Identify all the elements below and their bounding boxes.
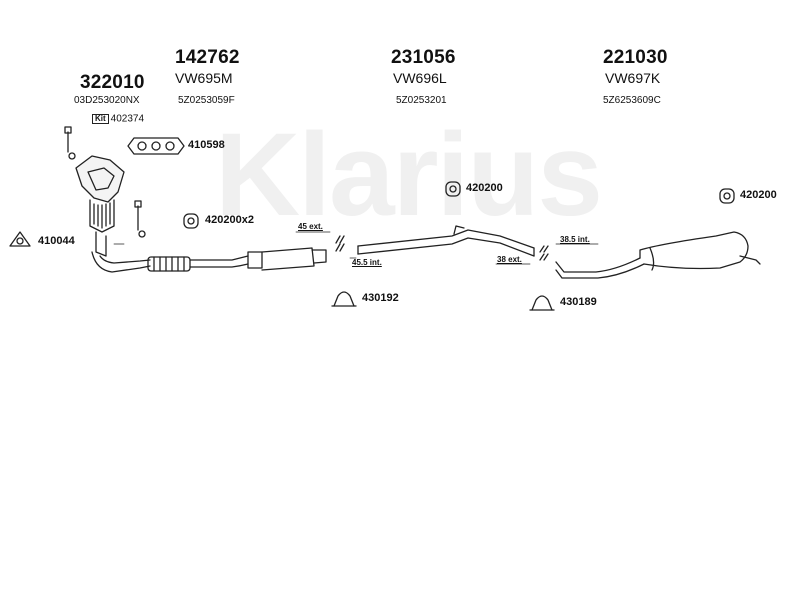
model-code-vw696l: VW696L — [393, 70, 447, 86]
gasket-ring-icon — [9, 231, 31, 247]
manifold-gasket-icon — [127, 137, 185, 155]
fitting-label-gasket: 410598 — [188, 139, 225, 151]
rubber-mount-icon — [719, 188, 735, 204]
fitting-label-mount-c: 420200 — [740, 189, 777, 201]
front-pipe-icon — [91, 251, 249, 273]
kit-badge: Kit — [92, 114, 109, 124]
fitting-label-clamp-b: 430189 — [560, 296, 597, 308]
rubber-mount-icon — [445, 181, 461, 197]
rear-silencer-icon — [555, 231, 761, 279]
catalytic-converter-icon — [75, 155, 125, 257]
watermark-logo: Klarius — [215, 109, 601, 241]
measurement-b-ext: 38 ext. — [497, 255, 522, 264]
cut-mark-icon — [539, 245, 549, 261]
part-number-322010: 322010 — [80, 72, 145, 93]
part-number-231056: 231056 — [391, 47, 456, 68]
model-code-vw695m: VW695M — [175, 70, 233, 86]
fitting-label-ring: 410044 — [38, 235, 75, 247]
cut-mark-icon — [335, 235, 345, 252]
lambda-sensor-icon — [64, 126, 76, 160]
fitting-label-clamp-a: 430192 — [362, 292, 399, 304]
leader-line — [113, 231, 599, 265]
oem-ref-231056: 5Z0253201 — [396, 95, 447, 106]
middle-silencer-icon — [247, 247, 327, 271]
part-number-221030: 221030 — [603, 47, 668, 68]
pipe-clamp-icon — [529, 295, 555, 311]
kit-number: 402374 — [110, 113, 145, 125]
model-code-vw697k: VW697K — [605, 70, 661, 86]
pipe-clamp-icon — [331, 291, 357, 307]
part-number-142762: 142762 — [175, 47, 240, 68]
lambda-sensor-icon — [134, 200, 146, 238]
measurement-a-ext: 45 ext. — [298, 222, 323, 231]
oem-ref-142762: 5Z0253059F — [178, 95, 235, 106]
middle-pipe-icon — [357, 225, 535, 257]
measurement-a-int: 45.5 int. — [352, 258, 382, 267]
measurement-b-int: 38.5 int. — [560, 235, 590, 244]
fitting-label-mount-b: 420200 — [466, 182, 503, 194]
rubber-mount-icon — [183, 213, 199, 229]
oem-ref-322010: 03D253020NX — [74, 95, 140, 106]
fitting-label-mount-a: 420200x2 — [205, 214, 254, 226]
oem-ref-221030: 5Z6253609C — [603, 95, 661, 106]
